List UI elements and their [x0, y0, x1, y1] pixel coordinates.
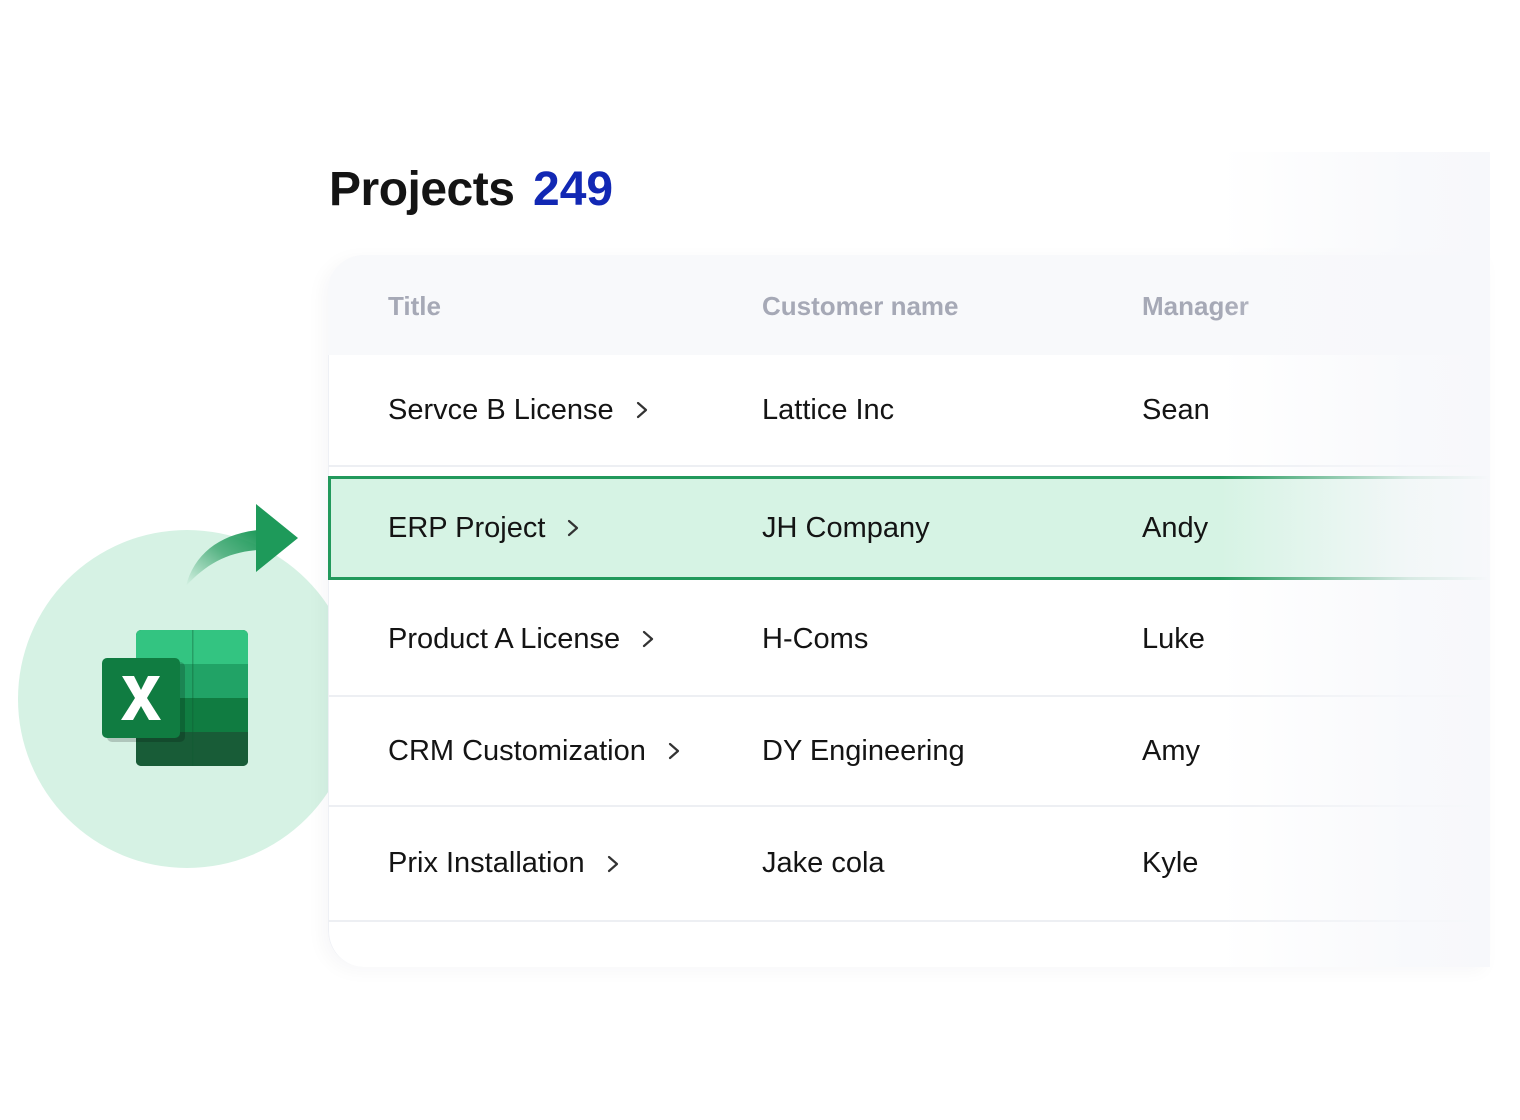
row-manager: Andy: [1142, 511, 1209, 544]
row-customer: Jake cola: [762, 847, 885, 879]
row-manager: Sean: [1142, 393, 1210, 426]
row-title-cell[interactable]: CRM Customization: [388, 697, 682, 805]
row-title-cell[interactable]: ERP Project: [388, 479, 581, 577]
row-manager: Luke: [1142, 622, 1205, 655]
row-manager: Amy: [1142, 734, 1200, 767]
page-title: Projects: [329, 163, 515, 216]
table-header: Title Customer name Manager: [328, 255, 1490, 355]
row-title: Servce B License: [388, 393, 614, 426]
chevron-right-icon: [643, 630, 654, 648]
row-manager: Kyle: [1142, 847, 1199, 879]
table-row-selected[interactable]: ERP Project JH Company Andy: [328, 476, 1490, 580]
row-title-cell[interactable]: Servce B License: [388, 355, 650, 465]
column-header-customer-name[interactable]: Customer name: [762, 291, 959, 321]
chevron-right-icon: [568, 519, 579, 537]
row-title: Product A License: [388, 622, 621, 655]
project-count-badge: 249: [533, 163, 614, 216]
table-row[interactable]: CRM Customization DY Engineering Amy: [328, 697, 1490, 807]
column-header-manager[interactable]: Manager: [1142, 291, 1249, 321]
projects-table: Title Customer name Manager Servce B Lic…: [328, 255, 1490, 967]
row-title: ERP Project: [388, 511, 546, 544]
row-customer: JH Company: [762, 511, 930, 544]
row-title-cell[interactable]: Prix Installation: [388, 807, 621, 920]
column-header-title[interactable]: Title: [388, 291, 441, 321]
chevron-right-icon: [636, 401, 647, 419]
table-row[interactable]: Servce B License Lattice Inc Sean: [328, 355, 1490, 467]
excel-icon: [102, 630, 248, 766]
row-customer: Lattice Inc: [762, 393, 895, 426]
table-row[interactable]: Product A License H-Coms Luke: [328, 583, 1490, 697]
export-arrow-icon: [186, 504, 298, 586]
row-customer: H-Coms: [762, 622, 869, 655]
chevron-right-icon: [668, 742, 679, 760]
row-title-cell[interactable]: Product A License: [388, 583, 656, 695]
row-title: CRM Customization: [388, 734, 646, 767]
row-customer: DY Engineering: [762, 734, 965, 767]
row-title: Prix Installation: [388, 847, 585, 879]
table-row[interactable]: Prix Installation Jake cola Kyle: [328, 807, 1490, 922]
chevron-right-icon: [607, 855, 618, 872]
